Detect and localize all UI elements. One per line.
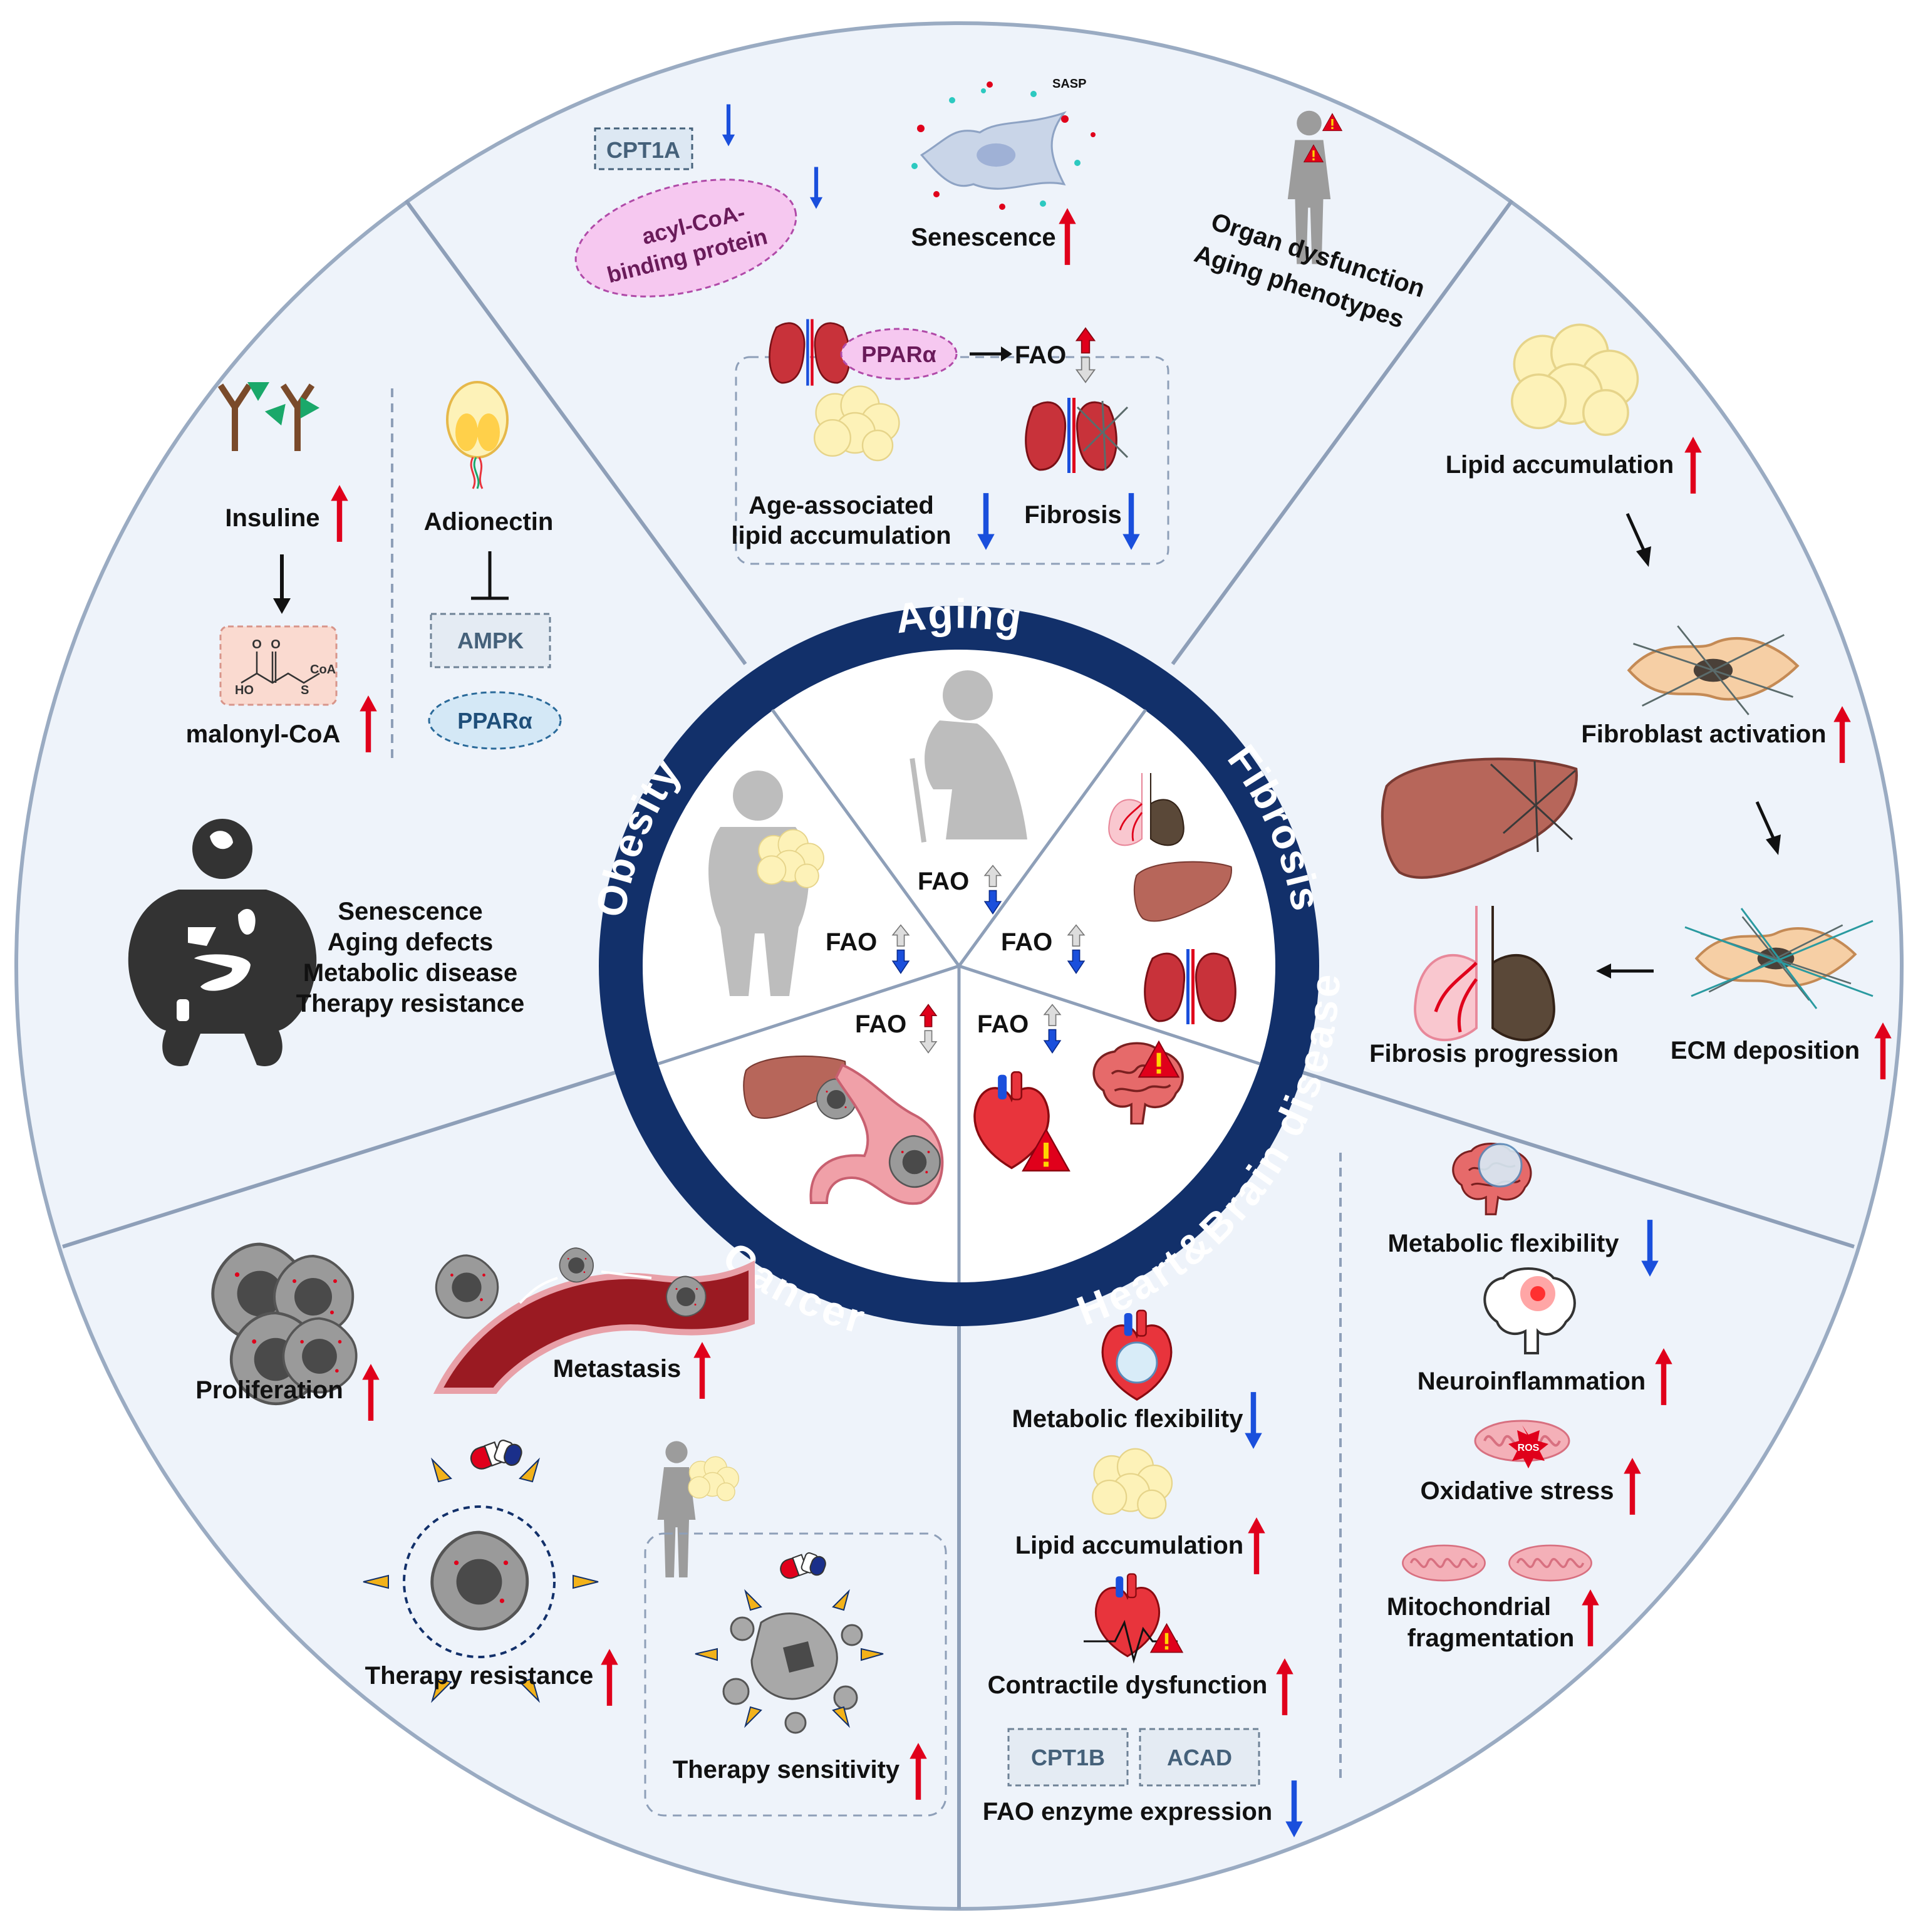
obesity-effect-metabolic-disease: Metabolic disease xyxy=(303,959,517,987)
cpt1b-label: CPT1B xyxy=(1031,1745,1105,1770)
ppara-label: PPARα xyxy=(861,341,936,367)
proliferation-label: Proliferation xyxy=(195,1376,343,1404)
fibrosis-label: Fibrosis xyxy=(1024,501,1122,529)
migration-arrow xyxy=(519,1277,558,1304)
center-fao-obesity: FAO xyxy=(826,928,877,956)
adiponectin-icon xyxy=(446,381,509,489)
therapy-sensitivity-panel xyxy=(644,1532,947,1817)
elderly-person-icon xyxy=(910,670,1027,843)
fao-enzyme-expression-label: FAO enzyme expression xyxy=(983,1798,1272,1826)
insulin-molecule-icon xyxy=(247,382,320,426)
aging-fao-label: FAO xyxy=(1015,341,1066,369)
adiponectin-label: Adionectin xyxy=(424,508,554,536)
cpt1b-box xyxy=(1007,1728,1129,1787)
center-fao-cancer: FAO xyxy=(855,1010,906,1038)
ros-label: ROS xyxy=(1518,1443,1540,1453)
mitochondrial-label: Mitochondrial xyxy=(1387,1593,1551,1621)
malonyl-structure-icon xyxy=(241,652,320,684)
ecm-deposition-label: ECM deposition xyxy=(1671,1037,1860,1064)
contractile-dysfunction-label: Contractile dysfunction xyxy=(988,1671,1268,1699)
ros-burst-icon xyxy=(1508,1425,1548,1468)
age-associated-label: Age-associated xyxy=(749,492,934,519)
sector-dividers xyxy=(62,199,1855,1909)
cpt1a-label: CPT1A xyxy=(606,137,680,163)
sasp-label: SASP xyxy=(1052,77,1086,91)
center-fao-fibrosis: FAO xyxy=(1001,928,1052,956)
acbp-ellipse xyxy=(574,179,797,298)
heart-lipid-label: Lipid accumulation xyxy=(1015,1532,1243,1559)
fragmented-mitochondria-icon xyxy=(1401,1544,1486,1582)
insuline-label: Insuline xyxy=(225,504,319,532)
therapy-resistance-label: Therapy resistance xyxy=(365,1662,594,1690)
drug-arrows xyxy=(695,1589,884,1728)
insulin-receptor-icon xyxy=(217,383,315,451)
center-spokes xyxy=(658,709,1260,1282)
fibrosis-mesh xyxy=(1076,400,1129,470)
malonyl-ho: HO xyxy=(235,683,254,697)
ecg-line xyxy=(1084,1619,1178,1664)
brain-flexibility-label: Metabolic flexibility xyxy=(1388,1230,1620,1257)
malonyl-coa-label: malonyl-CoA xyxy=(186,720,341,748)
tumor-core xyxy=(783,1641,814,1673)
fibroblast-activation-label: Fibroblast activation xyxy=(1581,720,1826,748)
arrow-down xyxy=(1755,801,1776,841)
acad-label: ACAD xyxy=(1167,1745,1232,1770)
arrow-down xyxy=(1625,512,1646,553)
migration-arrow xyxy=(601,1270,652,1279)
obesity-effect-aging-defects: Aging defects xyxy=(328,928,493,956)
inflamed-brain-icon xyxy=(1483,1267,1576,1354)
malonyl-coa: CoA xyxy=(310,663,336,677)
liver-fibrosis-mesh xyxy=(1490,761,1576,853)
malonyl-s: S xyxy=(301,683,309,697)
sasp-dots xyxy=(911,81,1096,210)
ampk-box xyxy=(430,613,551,668)
therapy-resistance-boundary xyxy=(403,1505,556,1658)
metastasis-label: Metastasis xyxy=(553,1355,682,1383)
oxidative-stress-label: Oxidative stress xyxy=(1420,1477,1614,1505)
fibrosis-progression-label: Fibrosis progression xyxy=(1369,1040,1619,1067)
lipid-accumulation-label: lipid accumulation xyxy=(731,522,951,549)
metabolic-node-icon xyxy=(1478,1143,1523,1188)
metabolic-node-icon xyxy=(1116,1341,1158,1384)
ecm-fibers xyxy=(1684,908,1874,1009)
obesity-effect-therapy-resistance: Therapy resistance xyxy=(296,990,525,1017)
ppara-ellipse xyxy=(428,691,562,750)
malonyl-o1: O xyxy=(252,638,262,652)
neuroinflammation-label: Neuroinflammation xyxy=(1418,1368,1646,1395)
body-organs-icon xyxy=(177,831,256,1021)
center-fao-aging: FAO xyxy=(918,868,969,895)
fragmentation-label: fragmentation xyxy=(1407,1624,1575,1652)
therapy-sensitivity-label: Therapy sensitivity xyxy=(673,1756,900,1784)
drug-arrows xyxy=(363,1457,599,1703)
sector-label-aging: Aging xyxy=(893,590,1026,642)
center-fao-heart-brain: FAO xyxy=(977,1010,1029,1038)
fragmented-mitochondria-icon xyxy=(1508,1544,1593,1582)
obesity-ppara-label: PPARα xyxy=(457,708,532,734)
cpt1a-box xyxy=(594,127,693,170)
ppara-ellipse xyxy=(840,328,958,380)
ampk-label: AMPK xyxy=(457,628,524,653)
acad-box xyxy=(1139,1728,1260,1787)
malonyl-o2: O xyxy=(271,638,281,652)
heart-flexibility-label: Metabolic flexibility xyxy=(1012,1405,1244,1433)
fibrosis-lipid-label: Lipid accumulation xyxy=(1446,451,1674,479)
malonyl-structure-box xyxy=(219,625,338,706)
obesity-effect-senescence: Senescence xyxy=(338,898,482,925)
inhibition-line xyxy=(471,551,509,600)
senescence-label: Senescence xyxy=(911,224,1055,251)
